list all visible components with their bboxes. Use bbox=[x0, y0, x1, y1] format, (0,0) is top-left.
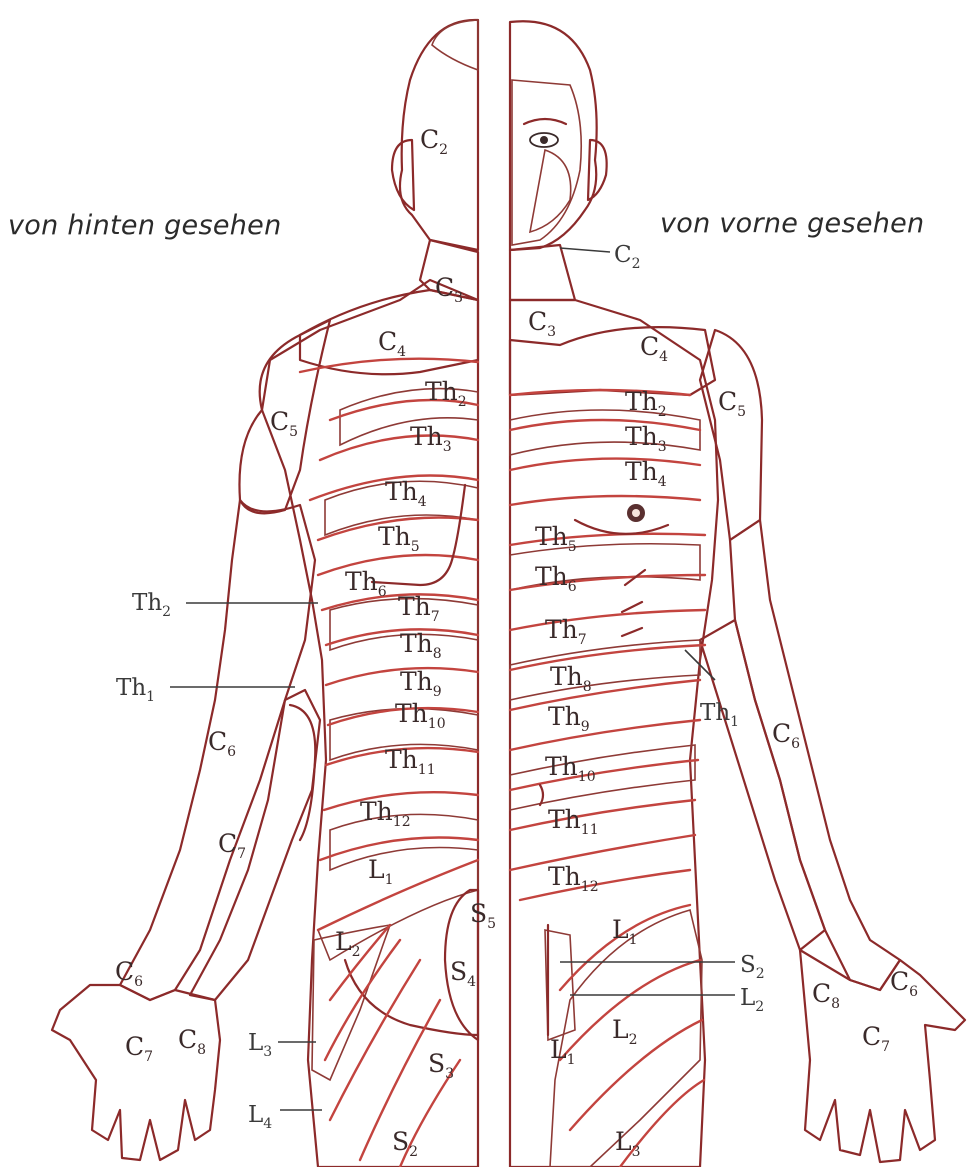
back-label-c2: C2 bbox=[420, 125, 448, 158]
back-label-th12: Th12 bbox=[360, 797, 411, 830]
front-arm-c6 bbox=[730, 520, 900, 990]
back-hand bbox=[52, 985, 220, 1160]
front-label-th5: Th5 bbox=[535, 522, 577, 555]
front-rib-mark-3 bbox=[622, 628, 642, 636]
front-label-c5: C5 bbox=[718, 387, 746, 420]
callout-c2: C2 bbox=[614, 242, 641, 272]
front-label-l1-groin: L1 bbox=[550, 1035, 576, 1068]
callout-th1-back: Th1 bbox=[116, 675, 155, 705]
front-label-c3: C3 bbox=[528, 307, 556, 340]
callout-l2: L2 bbox=[740, 985, 764, 1015]
callout-l3: L3 bbox=[248, 1030, 272, 1060]
back-head-top bbox=[432, 20, 478, 70]
back-label-th8: Th8 bbox=[400, 629, 442, 662]
back-label-hand-c6: C6 bbox=[115, 957, 143, 990]
front-label-th8: Th8 bbox=[550, 662, 592, 695]
front-band-lines bbox=[510, 390, 705, 1167]
front-label-hand-c7: C7 bbox=[862, 1022, 890, 1055]
front-groin-green bbox=[545, 930, 575, 1040]
back-label-s3: S3 bbox=[428, 1049, 454, 1082]
front-shoulder-c5 bbox=[700, 330, 762, 540]
back-label-th6: Th6 bbox=[345, 567, 387, 600]
front-label-th3: Th3 bbox=[625, 422, 667, 455]
back-label-c3: C3 bbox=[435, 273, 463, 306]
front-label-th6: Th6 bbox=[535, 562, 577, 595]
back-label-th5: Th5 bbox=[378, 522, 420, 555]
back-label-l1: L1 bbox=[368, 855, 394, 888]
front-th-grey-4 bbox=[510, 745, 695, 810]
front-forearm-medial bbox=[700, 620, 825, 950]
callout-th1-front: Th1 bbox=[700, 700, 739, 730]
back-label-l2: L2 bbox=[335, 927, 361, 960]
callout-th2: Th2 bbox=[132, 590, 171, 620]
back-label-th9: Th9 bbox=[400, 667, 442, 700]
front-label-hand-c6: C6 bbox=[890, 967, 918, 1000]
front-rib-mark-2 bbox=[622, 602, 642, 612]
back-label-th11: Th11 bbox=[385, 745, 436, 778]
back-ear bbox=[392, 140, 414, 210]
callout-s2: S2 bbox=[740, 952, 765, 982]
front-label-th11: Th11 bbox=[548, 805, 599, 838]
callout-l4: L4 bbox=[248, 1102, 272, 1132]
back-label-th2: Th2 bbox=[425, 377, 467, 410]
back-label-arm-c7: C7 bbox=[218, 829, 246, 862]
front-label-l1-hip: L1 bbox=[612, 915, 638, 948]
front-th-grey-1 bbox=[510, 410, 700, 455]
caption-back-view: von hinten gesehen bbox=[8, 210, 281, 241]
caption-front-view: von vorne gesehen bbox=[660, 208, 924, 239]
front-eye bbox=[524, 119, 566, 147]
front-nipple bbox=[627, 504, 645, 522]
front-ear bbox=[588, 140, 607, 200]
center-divider bbox=[482, 0, 506, 1167]
front-label-th12: Th12 bbox=[548, 862, 599, 895]
front-label-hand-c8: C8 bbox=[812, 979, 840, 1012]
back-elbow-line bbox=[290, 705, 315, 840]
back-label-arm-c6: C6 bbox=[208, 727, 236, 760]
front-neck-c3 bbox=[510, 245, 575, 300]
back-label-s4: S4 bbox=[450, 957, 476, 990]
back-label-th7: Th7 bbox=[398, 592, 440, 625]
back-labels: C2 C3 C4 C5 Th2 Th3 Th4 Th5 Th6 Th7 Th8 … bbox=[115, 125, 496, 1160]
front-label-th9: Th9 bbox=[548, 702, 590, 735]
front-breast-line bbox=[575, 520, 668, 534]
back-label-hand-c7: C7 bbox=[125, 1032, 153, 1065]
back-label-th3: Th3 bbox=[410, 422, 452, 455]
front-label-th10: Th10 bbox=[545, 752, 596, 785]
back-label-s2: S2 bbox=[392, 1127, 418, 1160]
front-c4-band bbox=[510, 327, 715, 395]
front-face-c3 bbox=[530, 150, 571, 232]
front-navel bbox=[540, 785, 543, 805]
front-label-l2-thigh: L2 bbox=[612, 1015, 638, 1048]
front-label-l3: L3 bbox=[615, 1127, 641, 1160]
front-label-th7: Th7 bbox=[545, 615, 587, 648]
back-label-th10: Th10 bbox=[395, 699, 446, 732]
back-label-hand-c8: C8 bbox=[178, 1025, 206, 1058]
front-label-arm-c6: C6 bbox=[772, 719, 800, 752]
back-label-c5: C5 bbox=[270, 407, 298, 440]
back-label-c4: C4 bbox=[378, 327, 406, 360]
front-face-c2 bbox=[512, 80, 581, 245]
front-label-th4: Th4 bbox=[625, 457, 667, 490]
leader-c2 bbox=[560, 248, 610, 252]
